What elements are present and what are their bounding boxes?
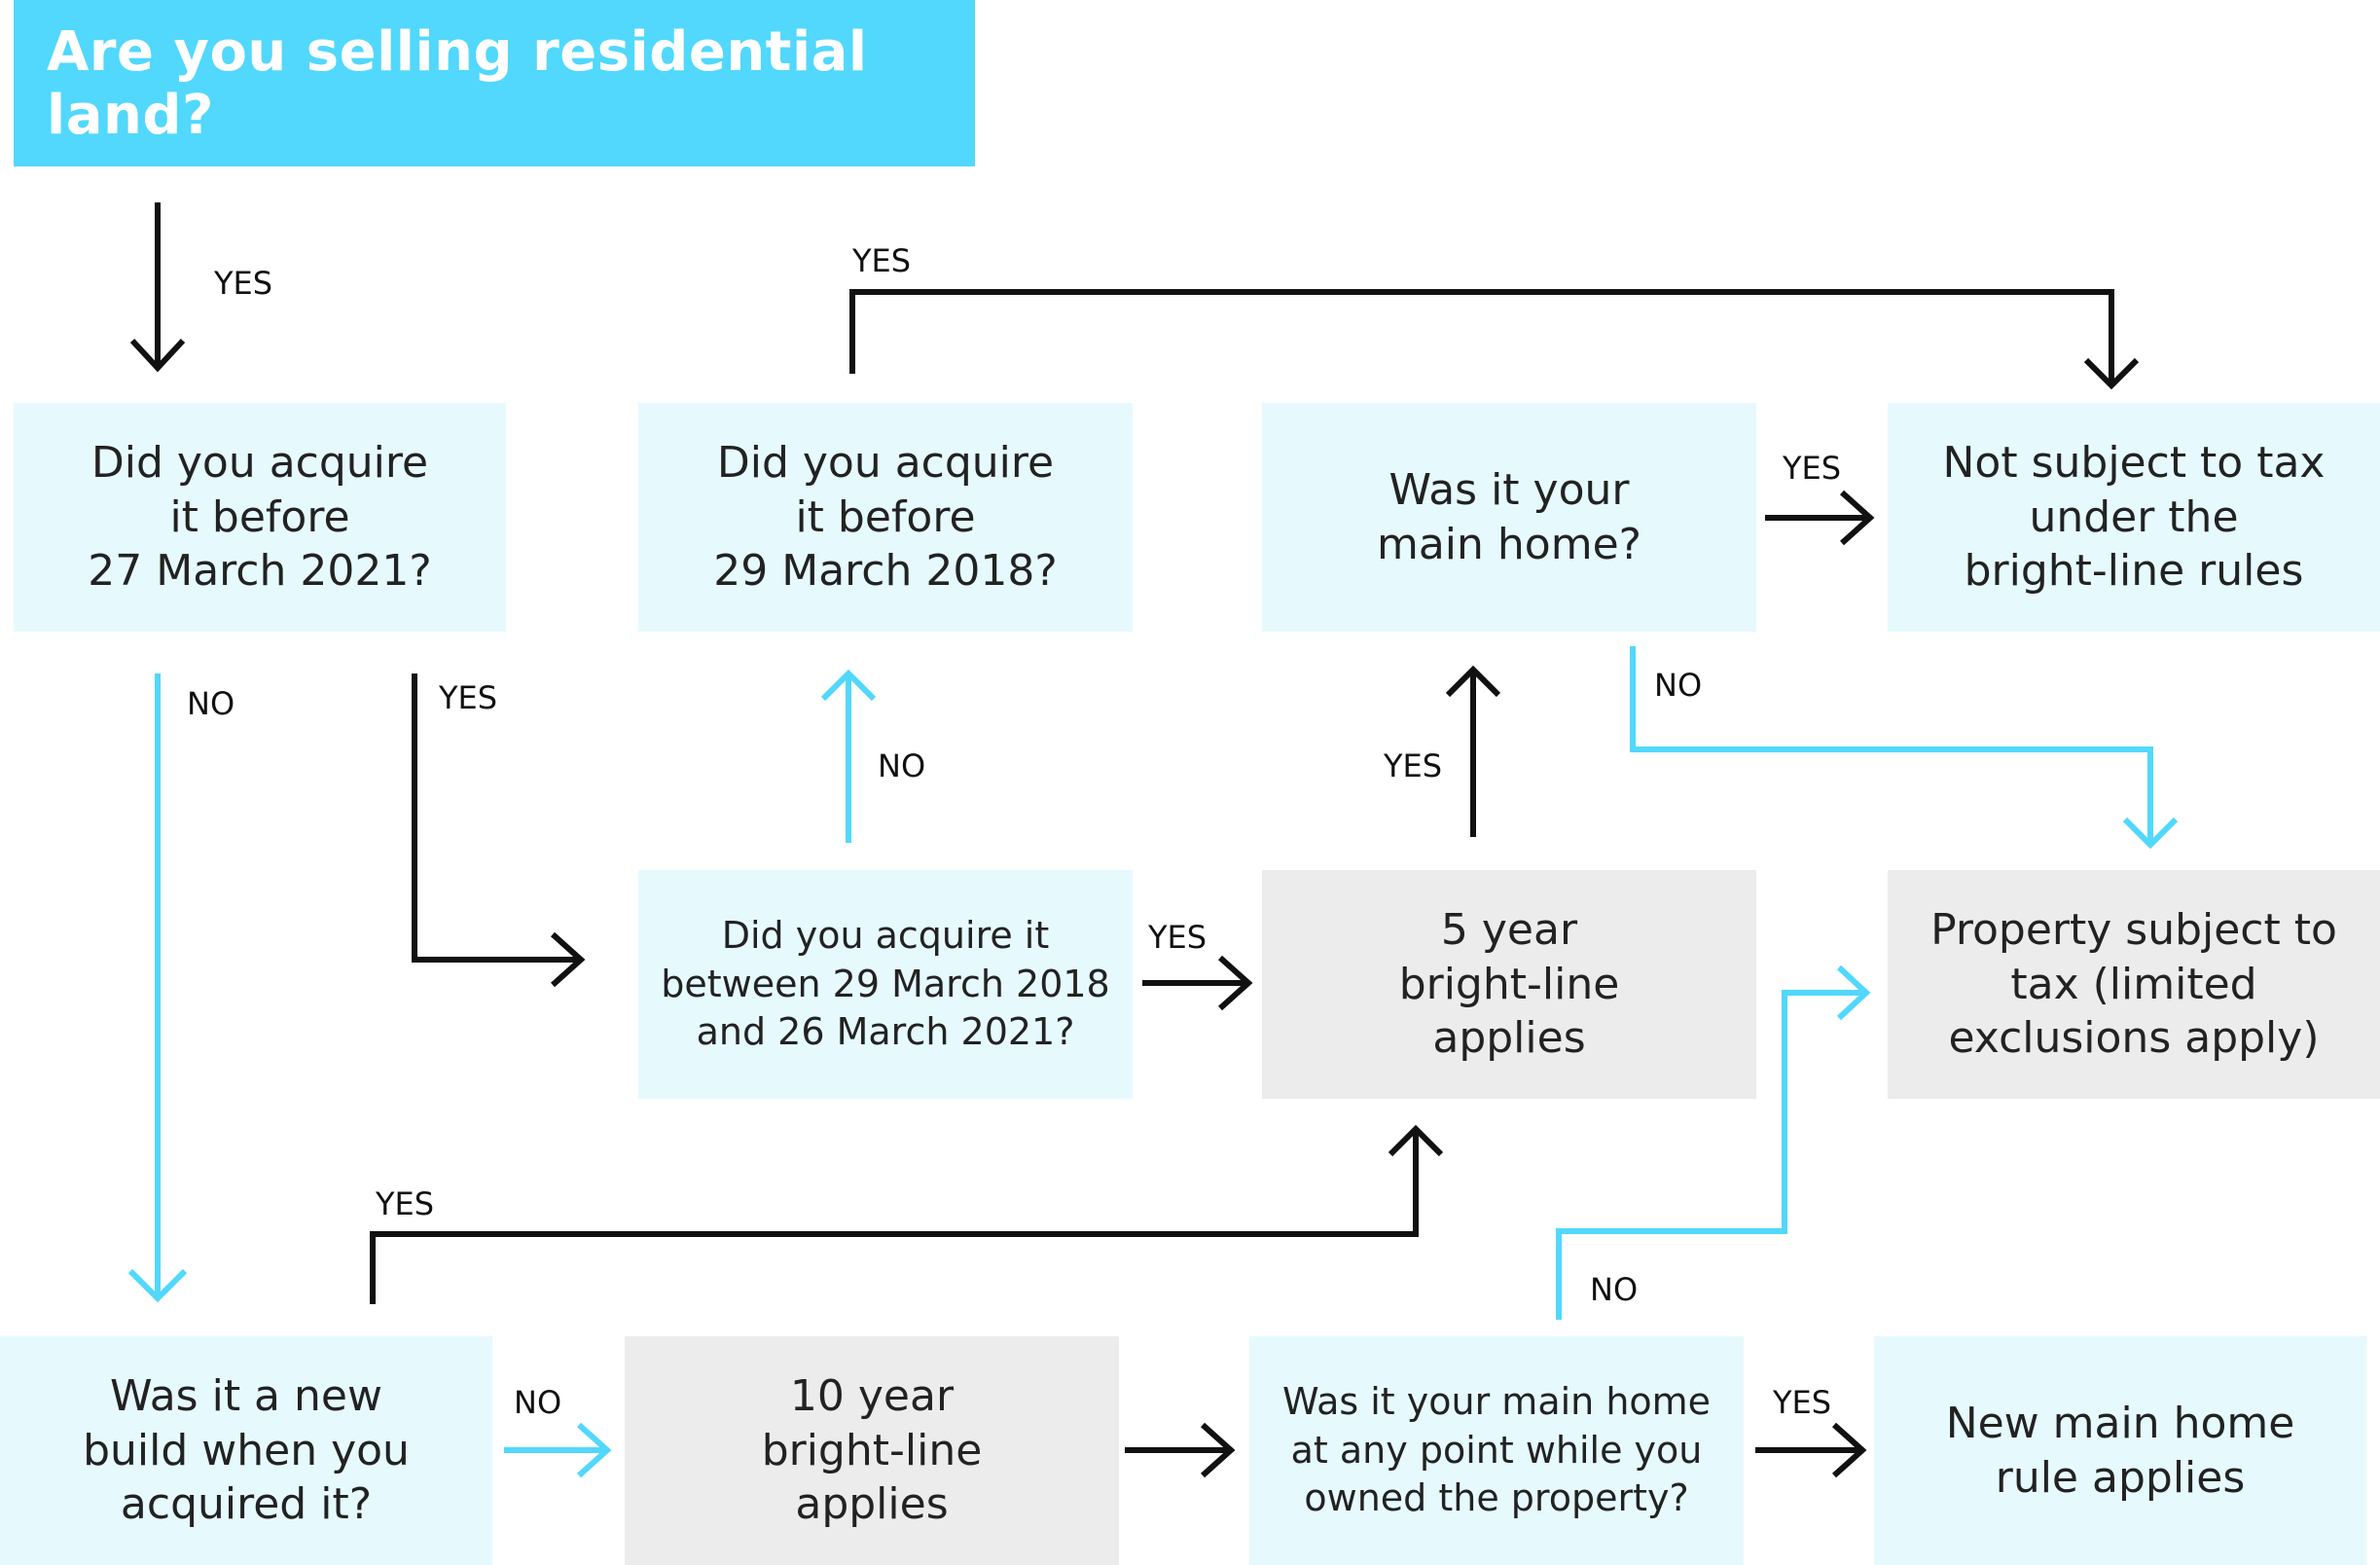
box-ten-year-bright-line: 10 year bright-line applies xyxy=(625,1336,1119,1565)
label-no-2021: NO xyxy=(187,685,235,722)
box-new-build: Was it a new build when you acquired it? xyxy=(0,1336,492,1565)
box-main-home-any-point: Was it your main home at any point while… xyxy=(1249,1336,1744,1565)
box-main-home: Was it your main home? xyxy=(1262,403,1756,632)
box-acquired-between: Did you acquire it between 29 March 2018… xyxy=(638,870,1133,1099)
label-yes-between: YES xyxy=(1148,919,1208,956)
yes-arrows xyxy=(129,202,2140,1478)
box-new-main-home-rule: New main home rule applies xyxy=(1874,1336,2366,1565)
label-no-2018: NO xyxy=(878,747,926,784)
arrow-main-home-any-to-new-rule xyxy=(1755,1422,1867,1478)
label-no-main-home: NO xyxy=(1654,667,1703,704)
label-no-new-build: NO xyxy=(514,1384,562,1421)
box-acquired-before-2018: Did you acquire it before 29 March 2018? xyxy=(638,403,1133,632)
arrow-main-home-to-property-subject xyxy=(1630,646,2179,850)
label-yes-main-home: YES xyxy=(1783,450,1842,487)
title-banner: Are you selling residential land? xyxy=(14,0,975,166)
label-yes-title: YES xyxy=(214,265,273,302)
box-five-year-bright-line: 5 year bright-line applies xyxy=(1262,870,1756,1099)
arrow-new-build-to-5yr xyxy=(370,1124,1444,1304)
arrow-new-build-to-10yr xyxy=(504,1422,612,1478)
no-arrows xyxy=(127,646,2179,1478)
arrow-2018-to-not-subject xyxy=(849,289,2140,390)
label-no-any: NO xyxy=(1590,1271,1639,1308)
arrow-2021-to-new-build xyxy=(127,673,188,1303)
arrow-main-home-to-not-subject xyxy=(1765,490,1875,546)
arrow-10yr-to-main-home-any xyxy=(1125,1422,1236,1478)
arrow-title-to-2021 xyxy=(129,202,186,373)
arrow-2021-to-between xyxy=(412,673,586,988)
box-property-subject-to-tax: Property subject to tax (limited exclusi… xyxy=(1888,870,2380,1099)
box-not-subject-to-tax: Not subject to tax under the bright-line… xyxy=(1888,403,2380,632)
label-yes-5yr: YES xyxy=(1384,747,1443,784)
arrow-main-home-any-to-property-subject xyxy=(1556,964,1871,1320)
box-acquired-before-2021: Did you acquire it before 27 March 2021? xyxy=(14,403,506,632)
page-title: Are you selling residential land? xyxy=(47,19,868,147)
arrow-between-to-5yr xyxy=(1142,955,1253,1011)
label-yes-2021: YES xyxy=(439,679,498,716)
label-yes-any: YES xyxy=(1773,1384,1832,1421)
label-yes-2018-top: YES xyxy=(852,242,912,279)
label-yes-new-build: YES xyxy=(376,1185,435,1222)
arrow-5yr-to-main-home xyxy=(1445,665,1501,837)
arrow-between-to-2018 xyxy=(820,669,877,843)
